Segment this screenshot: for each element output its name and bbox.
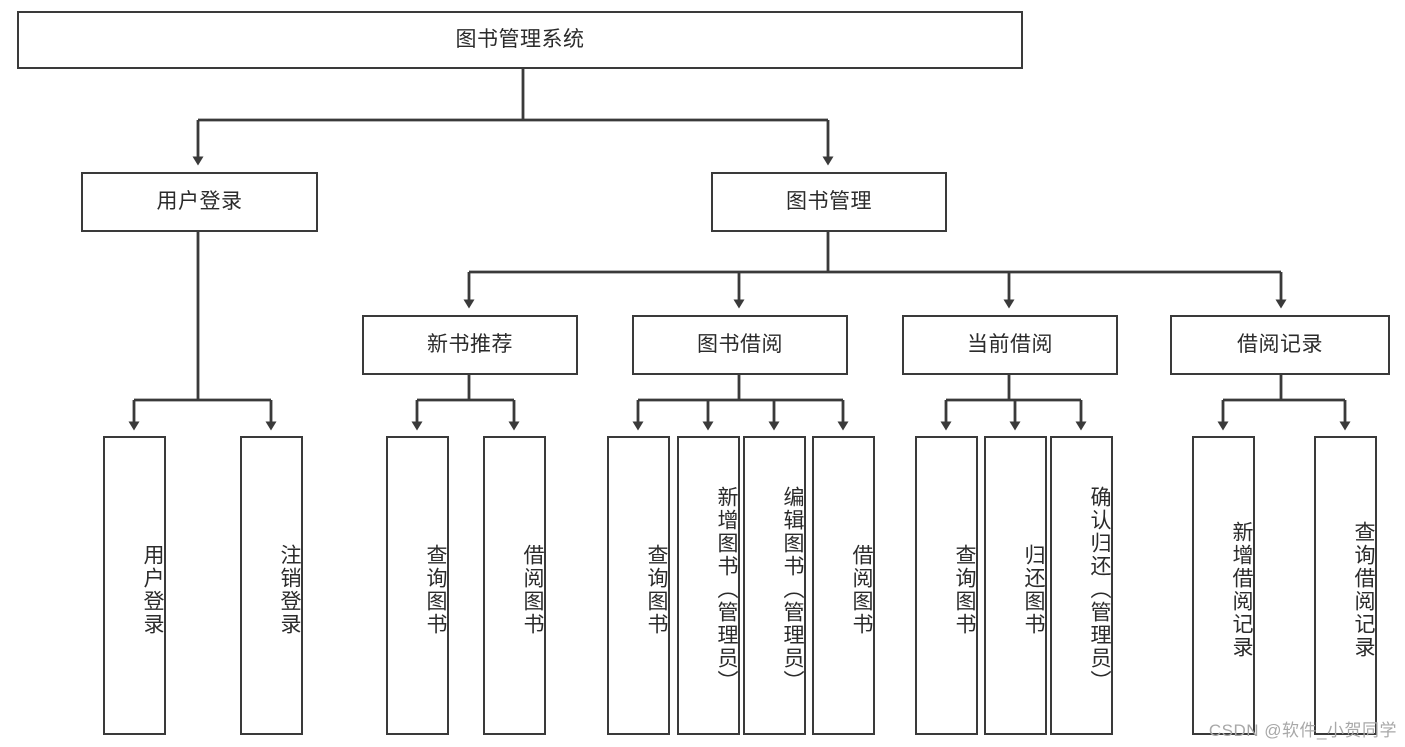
- node-label: 注销登录: [278, 543, 301, 636]
- node-label: 新书推荐: [427, 332, 513, 356]
- node-label: 归还图书: [1022, 543, 1045, 636]
- node-label: 新增图书（管理员）: [715, 486, 738, 693]
- node-label: 新增借阅记录: [1230, 520, 1253, 659]
- leaf-query-book-1[interactable]: 查询图书: [386, 436, 449, 735]
- node-label: 用户登录: [141, 543, 164, 636]
- leaf-confirm-return[interactable]: 确认归还（管理员）: [1050, 436, 1113, 735]
- leaf-return-book[interactable]: 归还图书: [984, 436, 1047, 735]
- node-label: 用户登录: [156, 189, 243, 213]
- leaf-borrow-book-1[interactable]: 借阅图书: [483, 436, 546, 735]
- node-label: 编辑图书（管理员）: [781, 486, 804, 693]
- node-label: 查询图书: [645, 543, 668, 636]
- leaf-query-book-2[interactable]: 查询图书: [607, 436, 670, 735]
- node-user-login[interactable]: 用户登录: [81, 172, 318, 232]
- node-label: 图书管理系统: [455, 27, 585, 51]
- node-label: 查询借阅记录: [1352, 520, 1375, 659]
- node-label: 图书管理: [786, 189, 872, 213]
- leaf-borrow-book-2[interactable]: 借阅图书: [812, 436, 875, 735]
- node-new-book-recommend[interactable]: 新书推荐: [362, 315, 578, 375]
- node-label: 借阅记录: [1237, 332, 1323, 356]
- node-label: 当前借阅: [967, 332, 1053, 356]
- node-label: 借阅图书: [850, 543, 873, 636]
- leaf-edit-book[interactable]: 编辑图书（管理员）: [743, 436, 806, 735]
- node-label: 借阅图书: [521, 543, 544, 636]
- leaf-query-record[interactable]: 查询借阅记录: [1314, 436, 1377, 735]
- leaf-add-record[interactable]: 新增借阅记录: [1192, 436, 1255, 735]
- leaf-user-login[interactable]: 用户登录: [103, 436, 166, 735]
- leaf-logout[interactable]: 注销登录: [240, 436, 303, 735]
- node-label: 查询图书: [424, 543, 447, 636]
- node-book-management[interactable]: 图书管理: [711, 172, 947, 232]
- node-borrow-record[interactable]: 借阅记录: [1170, 315, 1390, 375]
- node-book-borrow[interactable]: 图书借阅: [632, 315, 848, 375]
- node-label: 确认归还（管理员）: [1088, 486, 1111, 693]
- node-label: 图书借阅: [697, 332, 783, 356]
- watermark: CSDN @软件_小贺同学: [1208, 721, 1397, 740]
- node-current-borrow[interactable]: 当前借阅: [902, 315, 1118, 375]
- node-label: 查询图书: [953, 543, 976, 636]
- leaf-add-book[interactable]: 新增图书（管理员）: [677, 436, 740, 735]
- node-root-system[interactable]: 图书管理系统: [17, 11, 1023, 69]
- leaf-query-book-3[interactable]: 查询图书: [915, 436, 978, 735]
